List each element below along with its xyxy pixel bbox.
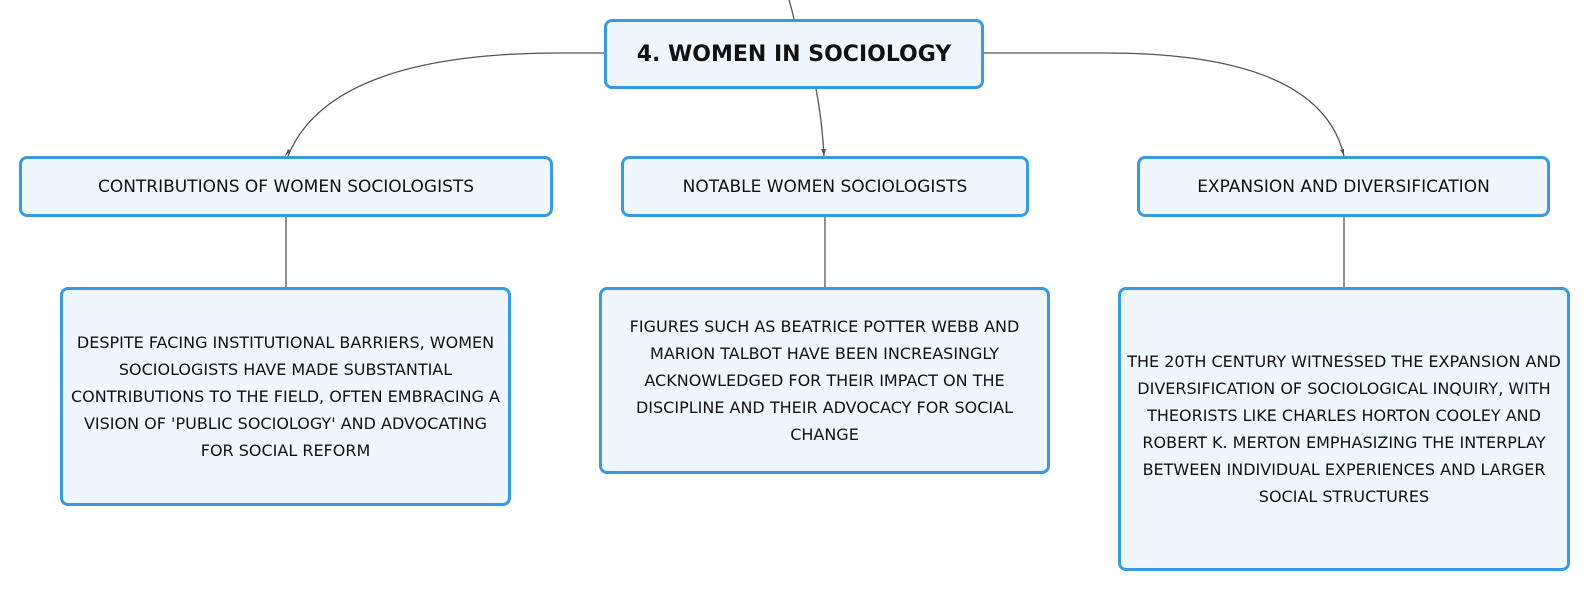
- connector-root-to-contributions: [287, 52, 604, 157]
- connector-incoming: [788, 0, 795, 20]
- root-topic-node[interactable]: 4. WOMEN IN SOCIOLOGY: [604, 19, 984, 89]
- branch-title: EXPANSION AND DIVERSIFICATION: [1197, 176, 1490, 197]
- detail-node-expansion[interactable]: THE 20TH CENTURY WITNESSED THE EXPANSION…: [1118, 287, 1570, 571]
- detail-text: FIGURES SUCH AS BEATRICE POTTER WEBB AND…: [629, 317, 1020, 444]
- arrowhead-expansion: [1340, 149, 1344, 156]
- branch-node-expansion[interactable]: EXPANSION AND DIVERSIFICATION: [1137, 156, 1550, 217]
- branch-node-notable[interactable]: NOTABLE WOMEN SOCIOLOGISTS: [621, 156, 1029, 217]
- arrowhead-notable: [821, 149, 826, 156]
- branch-title: CONTRIBUTIONS OF WOMEN SOCIOLOGISTS: [97, 176, 475, 197]
- detail-text: THE 20TH CENTURY WITNESSED THE EXPANSION…: [1127, 352, 1561, 506]
- arrowhead-contributions: [285, 149, 291, 156]
- root-topic-title: 4. WOMEN IN SOCIOLOGY: [636, 41, 952, 67]
- detail-text: DESPITE FACING INSTITUTIONAL BARRIERS, W…: [71, 333, 500, 460]
- connector-root-to-expansion: [984, 52, 1345, 157]
- detail-node-contributions[interactable]: DESPITE FACING INSTITUTIONAL BARRIERS, W…: [60, 287, 511, 506]
- branch-title: NOTABLE WOMEN SOCIOLOGISTS: [682, 176, 968, 197]
- connector-root-to-notable: [815, 88, 825, 157]
- detail-node-notable[interactable]: FIGURES SUCH AS BEATRICE POTTER WEBB AND…: [599, 287, 1050, 474]
- branch-node-contributions[interactable]: CONTRIBUTIONS OF WOMEN SOCIOLOGISTS: [19, 156, 553, 217]
